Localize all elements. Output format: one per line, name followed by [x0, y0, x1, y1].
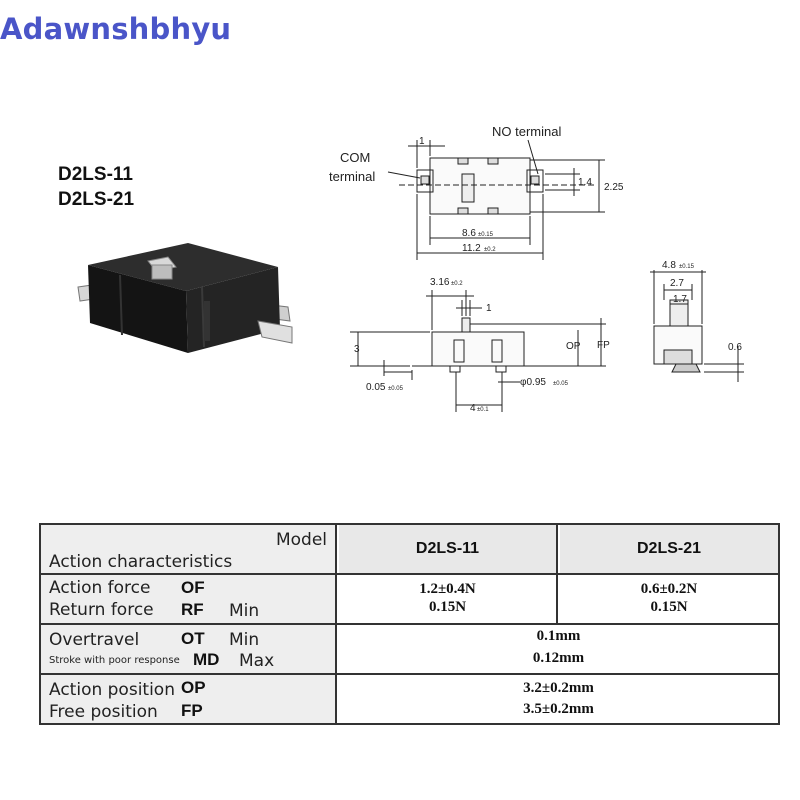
of-code: OF [181, 578, 205, 597]
row3-line2: 3.5±0.2mm [523, 701, 594, 717]
row2-label-cell: Overtravel OT Min Stroke with poor respo… [41, 625, 337, 673]
ot-qualifier: Min [229, 630, 260, 650]
header-col1: D2LS-11 [415, 540, 480, 557]
header-col2-cell: D2LS-21 [560, 525, 778, 573]
dim-11-2: 11.2 [462, 243, 481, 254]
row1-label-cell: Action force OF Return force RF Min [41, 575, 337, 623]
dim-3: 3 [354, 344, 360, 355]
row1-col2-line1: 0.6±0.2N [640, 581, 698, 597]
table-row: Action force OF Return force RF Min 1.2±… [41, 575, 778, 625]
header-left-cell: Model Action characteristics [41, 525, 337, 573]
model-name-2: D2LS-21 [58, 189, 135, 210]
dim-0-05: 0.05 [366, 382, 386, 393]
dim-8-6: 8.6 [462, 228, 476, 239]
free-position-label: Free position [49, 702, 158, 722]
row2-line2: 0.12mm [532, 650, 585, 666]
dim-1-7: 1.7 [673, 294, 687, 305]
spec-table: Model Action characteristics D2LS-11 D2L… [39, 523, 780, 725]
dim-4-tol: ±0.1 [477, 407, 489, 413]
dim-4-8: 4.8 [662, 260, 676, 271]
header-col1-cell: D2LS-11 [339, 525, 558, 573]
dim-1-4: 1.4 [578, 177, 592, 188]
fp-code: FP [181, 701, 203, 720]
dim-0-05-tol: ±0.05 [388, 386, 404, 392]
header-col2: D2LS-21 [636, 540, 702, 557]
op-label: OP [566, 341, 581, 352]
row1-col1-cell: 1.2±0.4N 0.15N [339, 575, 558, 623]
action-force-label: Action force [49, 578, 151, 598]
return-force-label: Return force [49, 600, 154, 620]
row2-line1: 0.1mm [536, 628, 581, 644]
watermark-text: Adawnshbhyu [0, 12, 232, 46]
dim-3-16: 3.16 [430, 277, 450, 288]
dim-4: 4 [470, 403, 476, 414]
dim-1-side: 1 [486, 303, 492, 314]
model-names: D2LS-11 D2LS-21 [58, 162, 134, 212]
op-code: OP [181, 678, 206, 697]
stroke-poor-response-label: Stroke with poor response [49, 655, 180, 666]
model-name-1: D2LS-11 [58, 164, 133, 185]
action-position-label: Action position [49, 680, 175, 700]
overtravel-label: Overtravel [49, 630, 140, 650]
dim-4-8-tol: ±0.15 [679, 264, 695, 270]
dim-0-95-tol: ±0.05 [553, 381, 569, 387]
rf-qualifier: Min [229, 601, 260, 621]
header-characteristics-label: Action characteristics [49, 552, 233, 572]
row1-col1-line1: 1.2±0.4N [419, 581, 476, 597]
no-terminal-label: NO terminal [492, 124, 561, 139]
row1-col2-cell: 0.6±0.2N 0.15N [560, 575, 778, 623]
dim-2-7: 2.7 [670, 278, 684, 289]
dim-0-6: 0.6 [728, 342, 742, 353]
rf-code: RF [181, 600, 204, 619]
row2-merged-cell: 0.1mm 0.12mm [339, 625, 778, 673]
com-terminal-label-2: terminal [329, 169, 375, 184]
fp-label: FP [597, 340, 610, 351]
dim-8-6-tol: ±0.15 [478, 232, 494, 238]
row3-label-cell: Action position OP Free position FP [41, 675, 337, 723]
row3-merged-cell: 3.2±0.2mm 3.5±0.2mm [339, 675, 778, 723]
table-row: Action position OP Free position FP 3.2±… [41, 675, 778, 723]
header-model-label: Model [275, 530, 327, 550]
row1-col1-line2: 0.15N [428, 599, 467, 615]
com-terminal-label-1: COM [340, 150, 370, 165]
dim-2-25: 2.25 [604, 182, 624, 193]
row3-line1: 3.2±0.2mm [523, 680, 594, 696]
row1-col2-line2: 0.15N [650, 599, 688, 615]
table-header-row: Model Action characteristics D2LS-11 D2L… [41, 525, 778, 575]
switch-product-image [77, 243, 293, 353]
dim-11-2-tol: ±0.2 [484, 247, 496, 253]
md-code: MD [193, 650, 220, 669]
table-row: Overtravel OT Min Stroke with poor respo… [41, 625, 778, 675]
md-qualifier: Max [239, 651, 275, 671]
dim-0-95: φ0.95 [520, 377, 546, 388]
dim-3-16-tol: ±0.2 [451, 281, 463, 287]
dim-1-top: 1 [419, 136, 425, 147]
ot-code: OT [181, 629, 205, 648]
